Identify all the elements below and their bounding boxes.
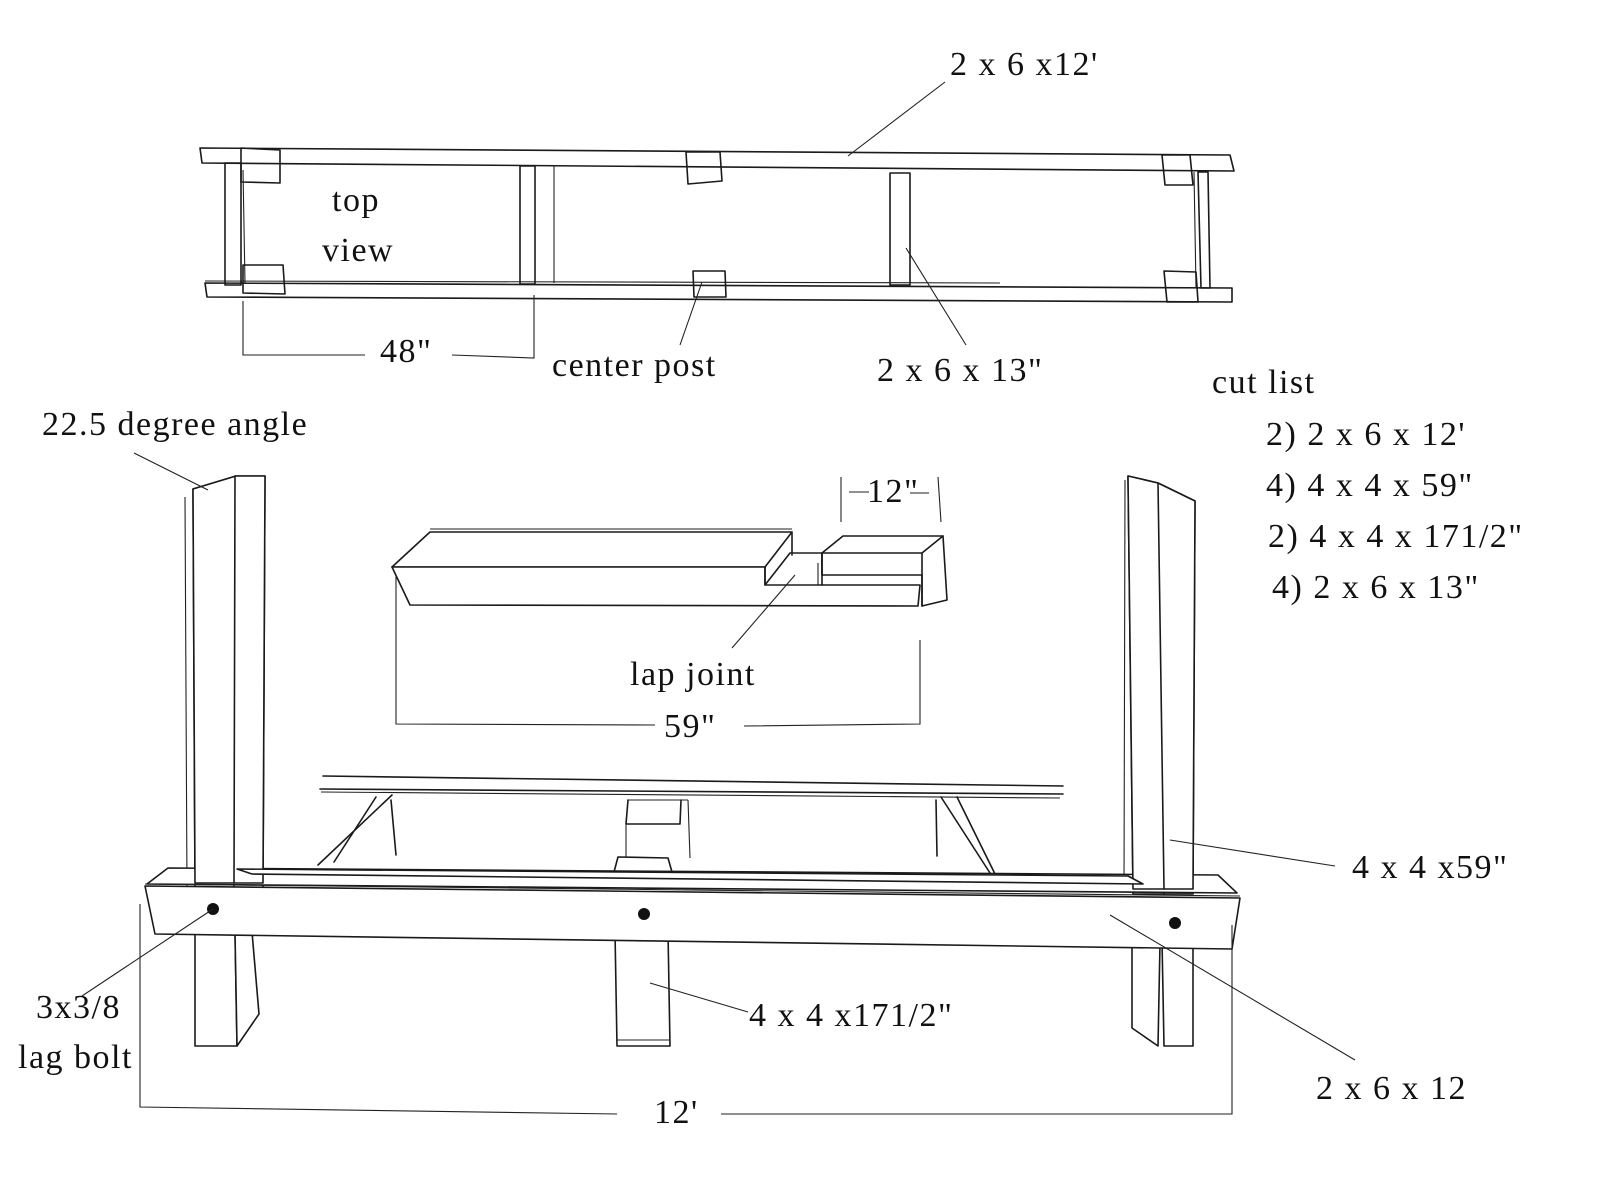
leader-lag-bolt (81, 908, 214, 997)
leader-lap-joint (731, 574, 796, 649)
top-view-title-line1: top (332, 182, 380, 219)
leader-top-rail (847, 81, 946, 157)
top-view-drawing (199, 81, 1235, 359)
center-post-label: center post (552, 347, 717, 384)
cut-list-item: 2) 2 x 6 x 12' (1266, 416, 1466, 453)
right-front-post-lower (1161, 939, 1194, 1047)
top-view-block-48 (519, 165, 536, 285)
spacing-48-label: 48" (380, 333, 432, 370)
post-label: 4 x 4 x59" (1352, 849, 1508, 886)
cut-list-item: 2) 4 x 4 x 171/2" (1268, 518, 1524, 555)
cut-list-title: cut list (1212, 364, 1316, 401)
block-13-label: 2 x 6 x 13" (877, 352, 1043, 389)
lag-bolt-label-line2: lag bolt (18, 1039, 133, 1076)
front-rail-label: 2 x 6 x 12 (1316, 1070, 1467, 1107)
post-footprint-top-right (1161, 154, 1194, 186)
cut-list-item: 4) 4 x 4 x 59" (1266, 467, 1474, 504)
cut-list-item: 4) 2 x 6 x 13" (1272, 569, 1480, 606)
leg-top-face (391, 531, 793, 568)
top-view-front-rail (204, 282, 1233, 303)
lag-bolt-center (638, 908, 650, 920)
lap-joint-detail (391, 476, 948, 727)
leg-length-label: 59" (664, 708, 716, 745)
lap-joint-notch (764, 552, 823, 586)
lap-width-label: 12" (867, 473, 919, 510)
center-post (614, 931, 671, 1047)
dimension-12ft-line (139, 904, 618, 1115)
front-view-drawing (81, 452, 1356, 1115)
top-view-end-block-left (224, 162, 242, 286)
top-rail-label: 2 x 6 x12' (950, 46, 1099, 83)
dimension-48-line (242, 301, 365, 356)
front-view-back-rail (322, 775, 1064, 787)
front-rail (144, 885, 1241, 950)
leader-post (1169, 839, 1336, 867)
leader-angle (133, 452, 209, 491)
top-view-block-13 (889, 172, 911, 286)
dimension-12-tick-right (937, 476, 942, 523)
dimension-59-line (395, 575, 656, 726)
top-view-end-block-right (1197, 171, 1211, 289)
center-post-size-label: 4 x 4 x171/2" (749, 997, 953, 1034)
left-front-post-lower (194, 931, 238, 1047)
leader-block-13 (905, 247, 967, 346)
cut-list: cut list 2) 2 x 6 x 12' 4) 4 x 4 x 59" 2… (1212, 364, 1524, 606)
leader-front-rail (1109, 914, 1356, 1061)
angle-label: 22.5 degree angle (42, 406, 308, 443)
center-post-footprint-top (685, 151, 723, 185)
post-footprint-bottom-right (1163, 270, 1199, 303)
post-footprint-bottom-left (242, 264, 286, 295)
leader-center-post-front (649, 982, 749, 1013)
leader-center-post (679, 281, 703, 346)
overall-length-label: 12' (654, 1094, 699, 1131)
top-view-back-rail (199, 147, 1235, 172)
top-view-title-line2: view (322, 232, 394, 269)
lap-joint-label: lap joint (630, 656, 756, 693)
lag-bolt-label-line1: 3x3/8 (36, 989, 121, 1026)
lag-bolt-right (1169, 917, 1181, 929)
center-post-footprint-bottom (692, 270, 727, 298)
post-footprint-top-left (240, 147, 281, 184)
